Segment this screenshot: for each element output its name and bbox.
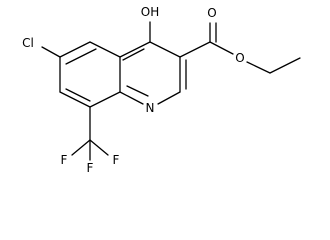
fluorine-right-label: F — [113, 153, 120, 167]
bond — [269, 57, 301, 74]
bond — [65, 48, 97, 65]
bond — [41, 46, 61, 58]
atom-labels: Cl OH O O N F F F — [22, 5, 245, 175]
fluorine-left-label: F — [61, 153, 68, 167]
bond — [59, 91, 91, 108]
bond — [179, 41, 211, 58]
bond — [59, 41, 91, 58]
nitrogen-label: N — [146, 101, 155, 115]
bond — [209, 41, 234, 55]
carbonyl-oxygen-label: O — [207, 6, 216, 20]
bond — [126, 85, 149, 97]
chemical-structure-diagram: Cl OH O O N F F F — [22, 5, 301, 175]
bond — [119, 41, 151, 58]
bond — [89, 41, 121, 58]
bond — [149, 41, 181, 58]
bond — [122, 48, 145, 61]
bonds — [41, 21, 301, 161]
bond — [89, 139, 109, 156]
bond — [89, 91, 121, 108]
bond — [65, 88, 91, 102]
hydroxyl-label: OH — [141, 5, 159, 19]
fluorine-top-label: F — [87, 161, 94, 175]
bond — [246, 61, 271, 74]
bond — [119, 91, 144, 105]
bond — [157, 91, 181, 105]
ether-oxygen-label: O — [235, 51, 244, 65]
chlorine-label: Cl — [22, 36, 34, 50]
bond — [71, 139, 91, 156]
